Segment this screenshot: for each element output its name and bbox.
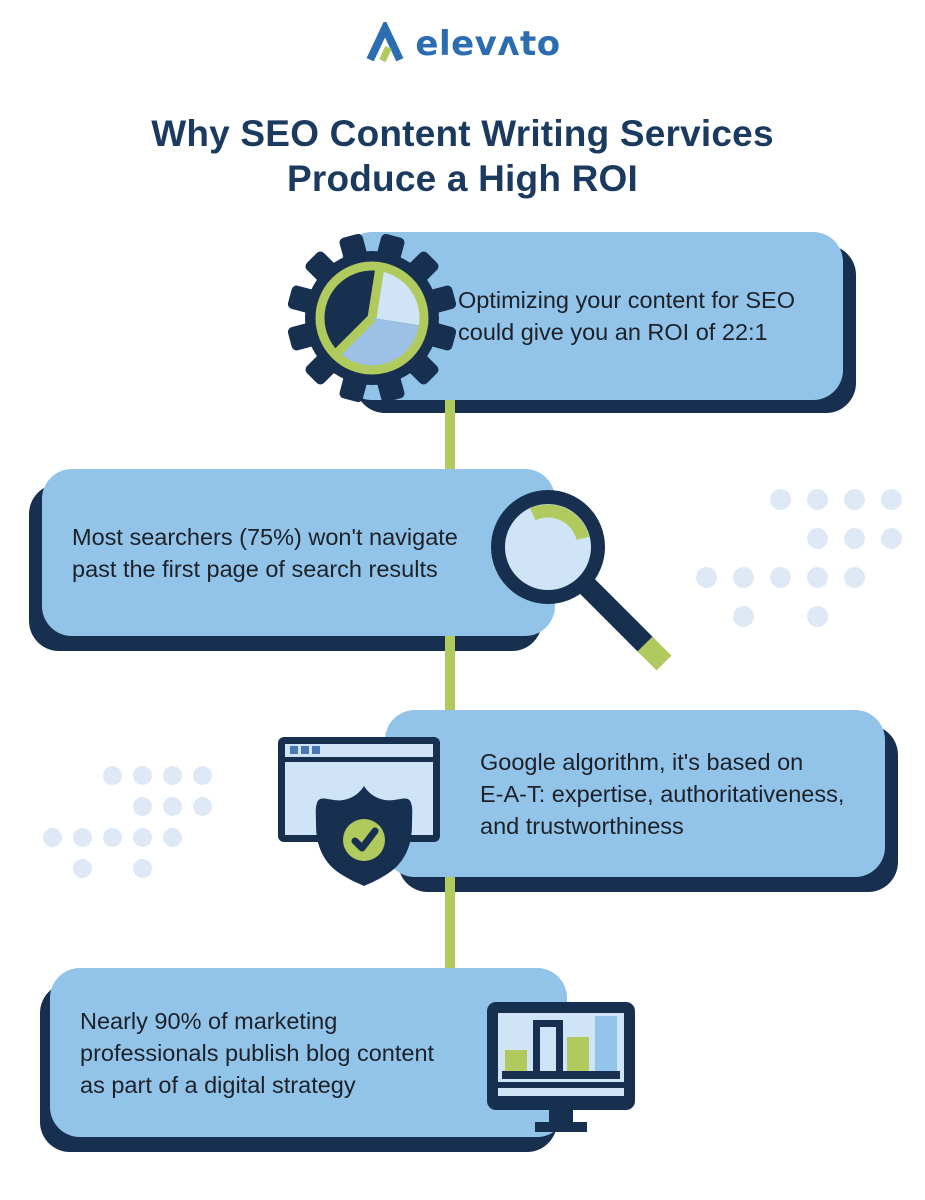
timeline-connector-line (445, 398, 455, 975)
fact-line: Optimizing your content for SEO (458, 287, 795, 313)
triangle-a-logo-icon (366, 22, 404, 63)
secure-browser-shield-check-icon (278, 737, 440, 886)
fact-line: Most searchers (75%) won't navigate (72, 523, 458, 550)
brand-logo-text: elevʌto (415, 24, 561, 64)
dot-pattern-right (688, 480, 910, 636)
fact-line: Google algorithm, it's based on (480, 748, 804, 775)
fact-line: professionals publish blog content (80, 1039, 435, 1066)
fact-line: E-A-T: expertise, authoritativeness, (480, 780, 845, 807)
fact-line: as part of a digital strategy (80, 1071, 356, 1098)
dot-pattern-left (37, 760, 217, 884)
fact-card-blogging-text: Nearly 90% of marketing professionals pu… (80, 1005, 434, 1101)
search-magnifier-icon (491, 490, 672, 671)
fact-card-searchers: Most searchers (75%) won't navigate past… (42, 469, 555, 636)
fact-card-searchers-text: Most searchers (75%) won't navigate past… (72, 521, 458, 585)
monitor-bar-chart-icon (487, 1002, 635, 1132)
fact-card-roi-text: Optimizing your content for SEO could gi… (458, 284, 795, 348)
fact-card-blogging: Nearly 90% of marketing professionals pu… (50, 968, 567, 1137)
fact-line: Nearly 90% of marketing (80, 1007, 338, 1034)
pie-chart-gear-icon (287, 233, 457, 403)
page-title: Why SEO Content Writing Services Produce… (0, 111, 925, 201)
fact-card-eat: Google algorithm, it's based on E-A-T: e… (385, 710, 885, 877)
page-title-line-2: Produce a High ROI (286, 157, 639, 199)
page-title-line-1: Why SEO Content Writing Services (151, 112, 774, 154)
fact-line: could give you an ROI of 22:1 (458, 319, 768, 345)
fact-card-eat-text: Google algorithm, it's based on E-A-T: e… (480, 746, 844, 842)
fact-line: and trustworthiness (480, 812, 684, 839)
fact-line: past the first page of search results (72, 555, 438, 582)
brand-logo: elevʌto (0, 22, 925, 66)
